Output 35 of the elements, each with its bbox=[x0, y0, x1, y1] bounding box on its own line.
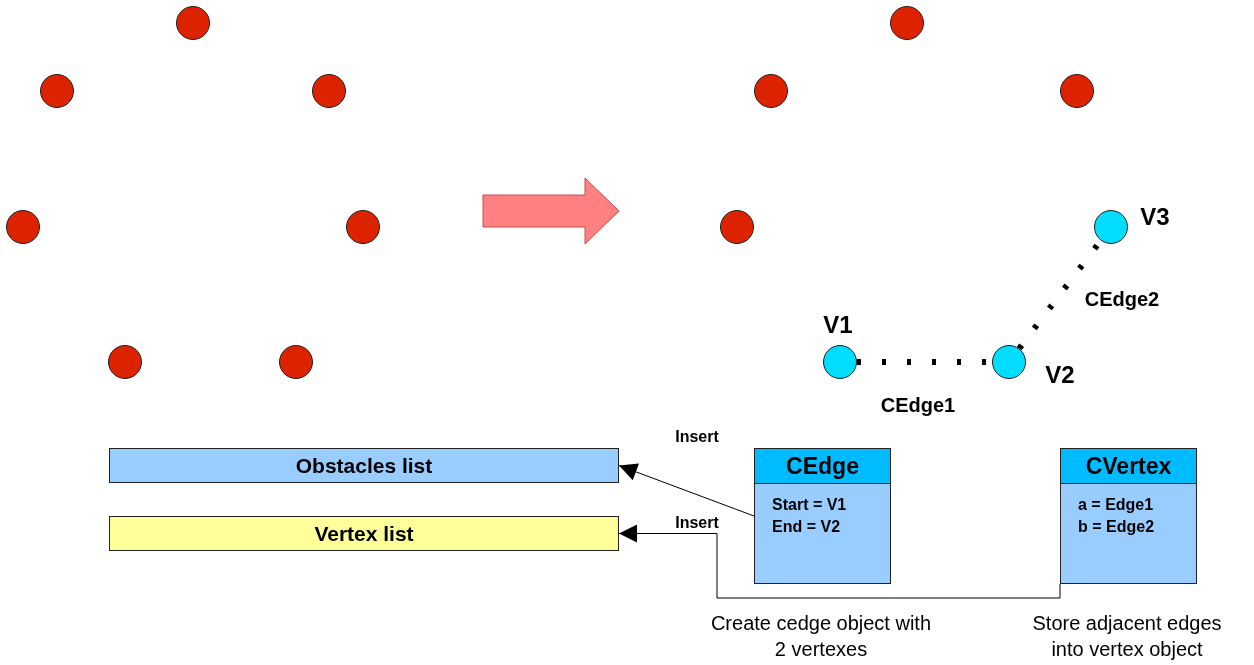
point-circle bbox=[279, 345, 313, 379]
caption-text: Store adjacent edges into vertex object bbox=[1031, 611, 1223, 662]
list-bar bbox=[109, 448, 619, 483]
vertex-circle bbox=[823, 345, 857, 379]
point-circle bbox=[720, 210, 754, 244]
class-box bbox=[1060, 448, 1197, 584]
point-circle bbox=[40, 74, 74, 108]
vertex-label: V3 bbox=[1140, 205, 1170, 229]
vertex-circle bbox=[1094, 210, 1128, 244]
list-title: Obstacles list bbox=[295, 453, 433, 478]
attribute-text: End = V2 bbox=[772, 517, 842, 537]
point-circle bbox=[890, 6, 924, 40]
vertex-circle bbox=[992, 345, 1026, 379]
class-box bbox=[754, 448, 891, 584]
arrow bbox=[618, 524, 1061, 599]
point-circle bbox=[754, 74, 788, 108]
list-bar bbox=[109, 516, 619, 551]
class-name: CVertex bbox=[1085, 452, 1172, 480]
class-name: CEdge bbox=[786, 452, 859, 480]
point-circle bbox=[312, 74, 346, 108]
vertex-label: V1 bbox=[823, 313, 853, 337]
vertex-label: V2 bbox=[1045, 363, 1075, 387]
attribute-text: a = Edge1 bbox=[1078, 495, 1155, 515]
point-circle bbox=[1060, 74, 1094, 108]
point-circle bbox=[6, 210, 40, 244]
arrow bbox=[618, 463, 755, 517]
point-circle bbox=[108, 345, 142, 379]
caption-text: Create cedge object with 2 vertexes bbox=[709, 611, 933, 662]
edge-label: CEdge2 bbox=[1082, 288, 1162, 310]
edge-label: CEdge1 bbox=[878, 394, 958, 416]
attribute-text: b = Edge2 bbox=[1078, 517, 1156, 537]
list-title: Vertex list bbox=[314, 521, 414, 546]
point-circle bbox=[346, 210, 380, 244]
point-circle bbox=[176, 6, 210, 40]
attribute-text: Start = V1 bbox=[772, 495, 848, 515]
